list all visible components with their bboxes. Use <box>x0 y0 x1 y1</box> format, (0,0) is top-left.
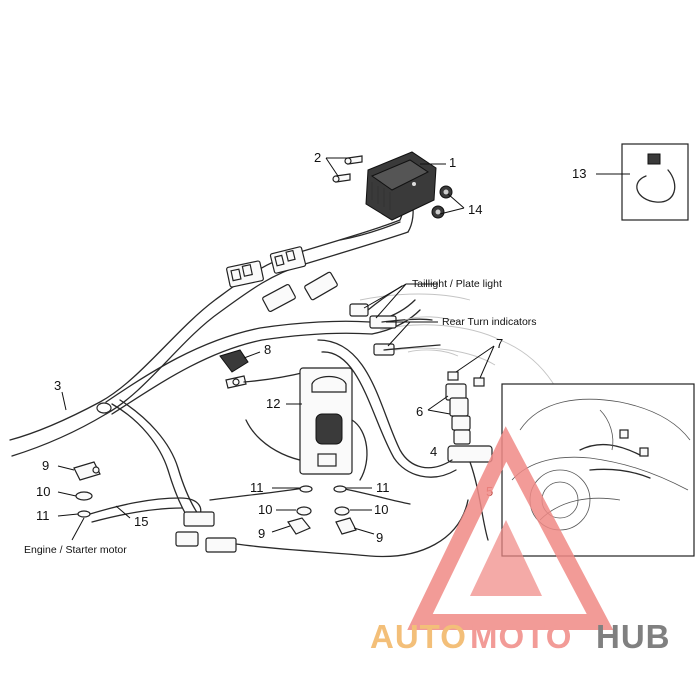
text-labels: Taillight / Plate light Rear Turn indica… <box>24 278 537 556</box>
location-inset <box>501 383 695 557</box>
watermark-text-hub: HUB <box>596 618 671 655</box>
voltage-regulator <box>365 151 437 221</box>
main-wiring-harness <box>9 191 421 519</box>
watermark-triangle <box>407 426 614 630</box>
callout-12: 12 <box>266 396 280 411</box>
callout-15: 15 <box>134 514 148 529</box>
callout-9-left: 9 <box>42 458 49 473</box>
label-engine-starter-motor: Engine / Starter motor <box>24 544 127 556</box>
callout-7: 7 <box>496 336 503 351</box>
terminal-hardware-left <box>73 461 101 518</box>
callout-10-center-left: 10 <box>258 502 272 517</box>
callout-10-left: 10 <box>36 484 50 499</box>
callout-numbers: 1 2 3 4 5 6 7 8 9 9 9 10 10 10 11 11 11 … <box>36 150 586 545</box>
callout-13: 13 <box>572 166 586 181</box>
watermark-text-auto: AUTO <box>370 618 467 655</box>
wire-15 <box>89 497 469 558</box>
callout-4: 4 <box>430 444 437 459</box>
automotohub-watermark: AUTO MOTO HUB <box>370 426 671 655</box>
callout-14: 14 <box>468 202 482 217</box>
callout-8: 8 <box>264 342 271 357</box>
label-rear-turn-indicators: Rear Turn indicators <box>442 316 537 328</box>
callout-9-center-left: 9 <box>258 526 265 541</box>
callout-10-center-right: 10 <box>374 502 388 517</box>
leader-lines <box>57 157 630 541</box>
watermark-text-moto: MOTO <box>470 618 572 655</box>
cable-tie-13 <box>621 143 689 221</box>
taillight-connectors <box>349 285 461 357</box>
label-taillight-plate-light: Taillight / Plate light <box>412 278 502 290</box>
screws-2 <box>332 155 363 183</box>
callout-6: 6 <box>416 404 423 419</box>
callout-11-center-right: 11 <box>376 480 390 495</box>
callout-3: 3 <box>54 378 61 393</box>
faint-frame-outline <box>359 293 561 396</box>
callout-11-center-left: 11 <box>250 480 264 495</box>
callout-2: 2 <box>314 150 321 165</box>
connectors-6-7 <box>445 371 493 463</box>
terminal-hardware-center <box>209 485 411 535</box>
wire-4 <box>317 339 457 478</box>
callout-11-left: 11 <box>36 508 50 523</box>
starter-relay-12 <box>299 367 368 481</box>
callout-1: 1 <box>449 155 456 170</box>
harness-connectors <box>226 246 338 313</box>
callout-9-center-right: 9 <box>376 530 383 545</box>
